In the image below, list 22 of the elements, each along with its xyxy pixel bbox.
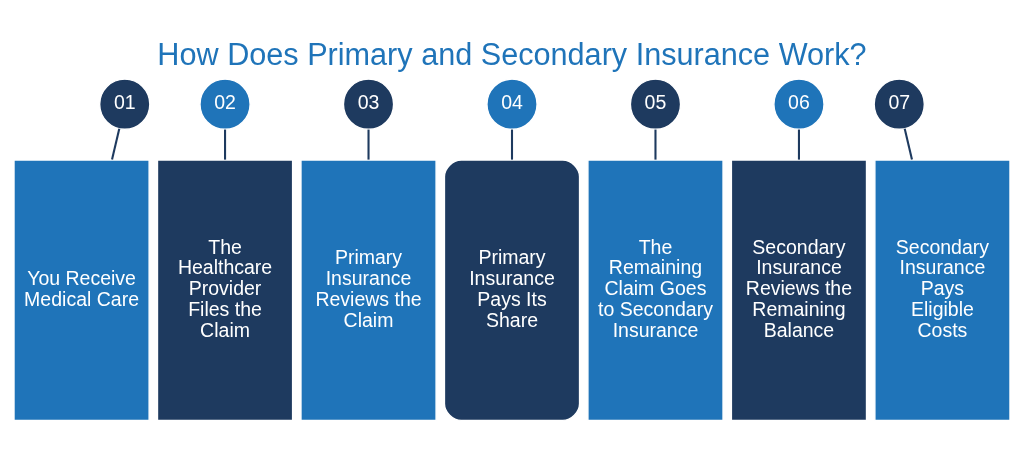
node-box: Primary Insurance Pays Its Share	[443, 159, 581, 422]
node-box: The Remaining Claim Goes to Secondary Insurance	[587, 159, 724, 422]
connector	[903, 128, 913, 160]
connector	[510, 129, 514, 160]
node-circle: 07	[873, 78, 925, 130]
connector	[111, 128, 121, 160]
node-circle: 03	[342, 78, 395, 130]
node-box: Primary Insurance Reviews the Claim	[300, 159, 437, 422]
diagram-title: How Does Primary and Secondary Insurance Work?	[157, 36, 867, 71]
connector	[654, 129, 657, 160]
connector	[367, 129, 370, 160]
node-box: You Receive Medical Care	[13, 159, 150, 422]
node-box: Secondary Insurance Pays Eligible Costs	[874, 159, 1011, 422]
node-circle: 04	[486, 78, 538, 130]
node-circle: 05	[629, 78, 682, 130]
connector	[797, 129, 800, 160]
node-circle: 01	[99, 78, 151, 130]
node-box: Secondary Insurance Reviews the Remaining Balance	[730, 159, 868, 422]
connector	[224, 129, 227, 160]
node-circle: 06	[773, 78, 825, 130]
node-box: The Healthcare Provider Files the Claim	[156, 159, 294, 422]
node-circle: 02	[199, 78, 251, 130]
